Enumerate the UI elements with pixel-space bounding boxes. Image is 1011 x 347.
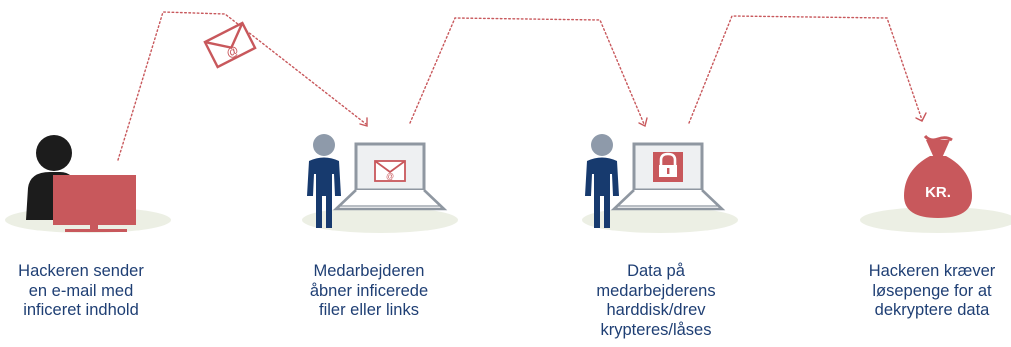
caption-line: Hackeren kræver — [868, 262, 996, 280]
money-bag-icon: KR. — [904, 134, 972, 218]
caption-line: filer eller links — [319, 301, 419, 319]
employee-icon — [307, 134, 341, 228]
arrowhead-1 — [359, 117, 368, 127]
screen-at-symbol: @ — [386, 172, 394, 181]
caption-line: inficeret indhold — [23, 301, 139, 319]
step-2-employee-opens: @ — [302, 134, 458, 233]
arrow-1 — [117, 11, 367, 161]
floor-shadow — [860, 207, 1011, 233]
caption-line: Hackeren sender — [18, 262, 144, 280]
caption-line: dekryptere data — [874, 301, 990, 319]
caption-line: harddisk/drev — [606, 301, 706, 319]
employee-icon — [585, 134, 619, 228]
caption-line: en e-mail med — [28, 281, 134, 300]
caption-line: Data på — [627, 262, 685, 280]
step-4-ransom: KR. — [860, 134, 1011, 233]
flow-arrows — [117, 11, 923, 161]
caption-line: Medarbejderen — [313, 262, 425, 280]
floor-shadow — [582, 207, 738, 233]
arrow-2 — [409, 17, 645, 125]
step-4-caption: Hackeren kræver løsepenge for at dekrypt… — [837, 262, 1011, 321]
arrow-3 — [688, 15, 923, 124]
bag-label: KR. — [925, 184, 951, 201]
step-3-caption: Data på medarbejderens harddisk/drev kry… — [561, 262, 751, 340]
hacker-monitor — [53, 175, 136, 232]
arrowhead-3 — [915, 112, 927, 122]
arrowhead-2 — [638, 117, 648, 128]
step-2-caption: Medarbejderen åbner inficerede filer ell… — [274, 262, 464, 321]
envelope-at-symbol: @ — [224, 43, 241, 61]
envelope-icon: @ — [203, 21, 257, 69]
caption-line: medarbejderens — [596, 281, 716, 300]
caption-line: løsepenge for at — [872, 281, 992, 300]
floor-shadow — [302, 207, 458, 233]
step-3-data-locked — [582, 134, 738, 233]
caption-line: krypteres/låses — [600, 320, 712, 339]
padlock-icon — [653, 152, 683, 182]
caption-line: åbner inficerede — [309, 281, 429, 300]
step-1-hacker — [5, 135, 171, 233]
screen-envelope-icon: @ — [374, 160, 406, 182]
arrow-heads — [359, 112, 927, 128]
step-1-caption: Hackeren sender en e-mail med inficeret … — [0, 262, 176, 321]
